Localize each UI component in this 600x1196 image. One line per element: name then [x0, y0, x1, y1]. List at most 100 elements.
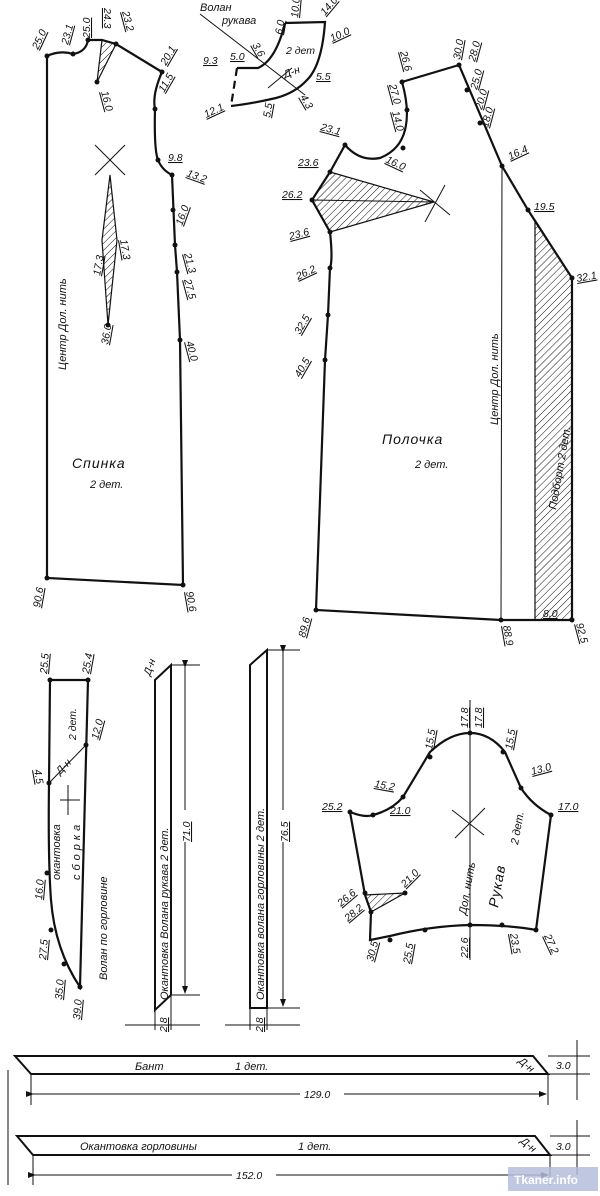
grain-mark: Д-н	[281, 64, 302, 81]
grain-label: Дол. нить	[457, 861, 478, 918]
strip-title: Окантовка Волана рукава 2 дет.	[159, 827, 171, 1000]
dart-measure: 17.3	[117, 238, 132, 260]
sleeve-measure: 25.2	[321, 801, 343, 813]
ruffle-measure: 25.4	[80, 652, 96, 675]
back-measure: 9.8	[168, 152, 183, 164]
bow-strip: Бант 1 дет. Д-н 3.0 129.0	[12, 1040, 590, 1105]
front-measure: 23.6	[287, 226, 311, 243]
front-measure: 40.5	[292, 356, 313, 380]
front-measure: 18.0	[479, 106, 496, 129]
ruffle-measure: 4.3	[297, 93, 315, 112]
piece-count: 2 дет.	[67, 708, 79, 741]
sleeve-measure: 23.5	[507, 931, 523, 954]
neck-ruffle-piece: 25.5 25.4 12.0 4.5 16.0 27.5 35.0 39.0 2…	[31, 652, 110, 1020]
sleeve-measure: 15.2	[373, 778, 395, 793]
ruffle-measure: 35.0	[53, 979, 67, 1001]
back-measure: 13.2	[185, 168, 208, 186]
front-measure: 16.0	[384, 154, 408, 174]
sleeve-measure: 22.6	[459, 937, 471, 959]
piece-title: Полочка	[382, 431, 443, 447]
ruffle-title: рукава	[221, 15, 256, 27]
sleeve-measure: 15.5	[503, 728, 518, 750]
dart-measure: 36.0	[99, 323, 114, 345]
back-measure: 90.6	[183, 590, 198, 612]
front-piece: 26.6 27.0 14.0 16.0 23.1 23.6 26.2 23.6 …	[281, 38, 598, 647]
ruffle-measure: 6.0	[273, 19, 287, 36]
front-measure: 19.5	[534, 201, 555, 213]
grain-label: Центр Дол. нить	[489, 333, 501, 425]
front-measure: 27.0	[386, 82, 403, 106]
ruffle-measure: 5.5	[261, 102, 275, 119]
strip-title: Бант	[135, 1061, 164, 1073]
piece-count: 1 дет.	[298, 1141, 331, 1153]
front-measure: 14.0	[389, 110, 406, 133]
ruffle-title: Волан	[200, 2, 232, 14]
back-measure: 23.1	[59, 23, 76, 47]
front-measure: 25.0	[468, 68, 485, 92]
ruffle-title: Волан по горловине	[98, 876, 110, 980]
strip-length: 76.5	[279, 821, 291, 842]
sleeve-ruffle-binding-strip: Окантовка Волана рукава 2 дет. Д-н 71.0 …	[125, 657, 200, 1033]
strip-width: 2.8	[254, 1017, 266, 1033]
front-measure: 32.1	[575, 270, 597, 285]
sleeve-measure: 15.5	[423, 728, 438, 750]
neck-binding-strip: Окантовка горловины 1 дет. Д-н 3.0 152.0	[7, 1070, 590, 1185]
sleeve-measure: 17.0	[558, 801, 579, 813]
sleeve-ruffle-piece: Волан рукава 2 дет Д-н 9.3 5.0 3.6 6.0 1…	[199, 0, 352, 121]
sleeve-measure: 21.0	[389, 805, 411, 817]
binding-label: окантовка	[51, 824, 63, 880]
front-measure: 16.4	[506, 143, 530, 163]
ruffle-measure: 4.5	[31, 768, 45, 785]
grain-mark: Д-н	[141, 657, 158, 678]
watermark-text: Tkaner.info	[514, 1173, 578, 1187]
neck-ruffle-binding-strip: Окантовка волана горловины 2 дет. 76.5 2…	[225, 645, 300, 1033]
piece-title: Рукав	[485, 863, 508, 908]
back-measure: 11.5	[156, 71, 176, 94]
back-measure: 21.3	[181, 251, 198, 275]
grain-label: Центр Дол. нить	[57, 278, 69, 370]
dart-measure: 17.3	[91, 254, 106, 276]
front-measure: 8.0	[543, 608, 558, 620]
back-measure: 40.0	[183, 340, 200, 363]
front-measure: 26.2	[293, 263, 318, 283]
back-measure: 25.0	[81, 17, 93, 39]
front-measure: 32.5	[292, 313, 313, 337]
ruffle-measure: 10.0	[289, 0, 303, 18]
ruffle-measure: 25.5	[38, 653, 52, 676]
ruffle-measure: 14.0	[318, 0, 340, 18]
piece-count: 1 дет.	[235, 1061, 268, 1073]
front-measure: 30.0	[451, 38, 466, 60]
ruffle-measure: 9.3	[203, 55, 218, 67]
sleeve-measure: 25.5	[401, 942, 417, 965]
front-measure: 20.0	[473, 88, 490, 112]
back-measure: 90.6	[31, 586, 46, 608]
front-measure: 26.6	[397, 49, 414, 73]
front-measure: 92.5	[573, 622, 590, 645]
sleeve-measure: 17.8	[459, 707, 471, 728]
strip-title: Окантовка волана горловины 2 дет.	[255, 808, 267, 1000]
sleeve-piece: 17.8 17.8 15.5 15.5 15.2 13.0 25.2 21.0 …	[321, 700, 579, 966]
strip-title: Окантовка горловины	[80, 1141, 197, 1153]
strip-length: 129.0	[304, 1089, 330, 1101]
sleeve-measure: 27.2	[541, 931, 561, 956]
back-measure: 25.0	[29, 28, 49, 53]
front-measure: 23.6	[297, 157, 319, 169]
ruffle-measure: 12.1	[202, 101, 226, 121]
front-measure: 23.1	[318, 121, 342, 138]
gather-label: сборка	[71, 821, 83, 880]
back-measure: 16.0	[174, 204, 192, 227]
sleeve-measure: 17.8	[473, 707, 485, 728]
back-measure: 16.0	[98, 90, 115, 113]
sleeve-measure: 30.5	[364, 940, 381, 963]
ruffle-measure: 39.0	[71, 999, 85, 1021]
back-piece: 25.0 23.1 25.0 24.3 23.2 16.0 20.1 11.5 …	[29, 7, 208, 613]
ruffle-measure: 12.0	[89, 718, 106, 741]
watermark: Tkaner.info	[508, 1167, 598, 1191]
piece-title: Спинка	[72, 455, 126, 471]
ruffle-measure: 10.0	[328, 25, 352, 45]
sleeve-measure: 13.0	[530, 761, 553, 778]
piece-count: 2 дет.	[509, 811, 527, 847]
ruffle-measure: 27.5	[37, 939, 51, 962]
ruffle-measure: 5.0	[230, 51, 245, 63]
